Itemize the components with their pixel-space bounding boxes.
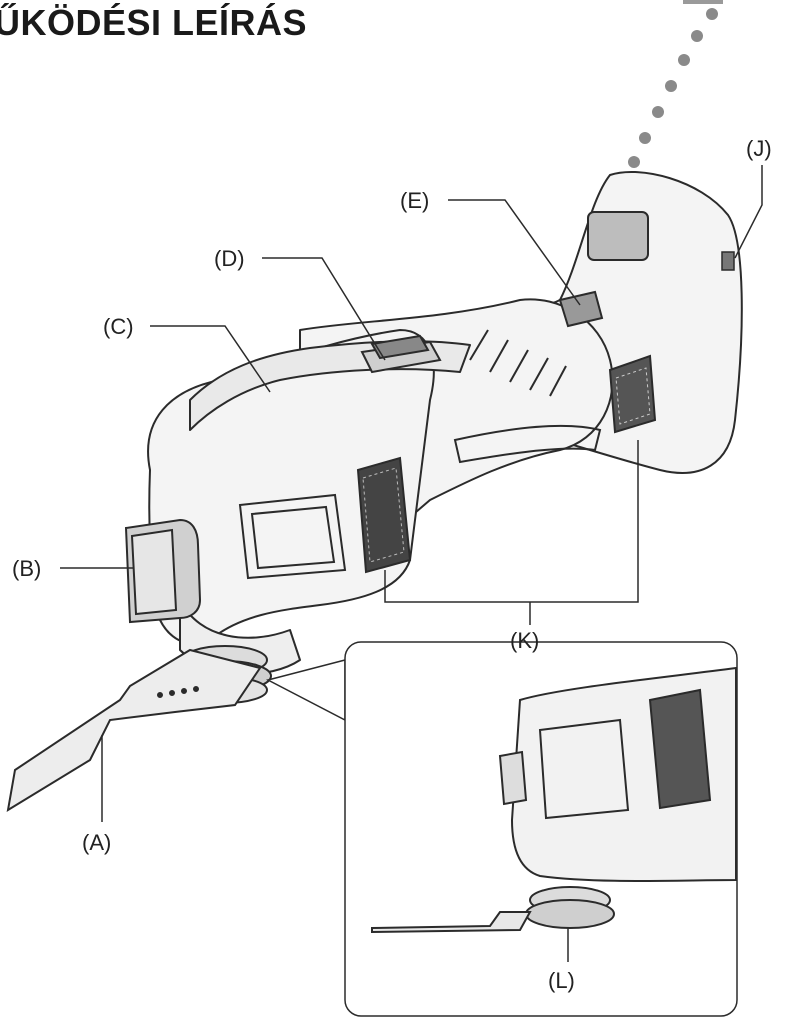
led-light [721, 251, 735, 271]
speed-dial [558, 290, 604, 328]
rear-vent [608, 354, 657, 434]
label-L: (L) [548, 968, 575, 993]
label-D: (D) [214, 246, 245, 271]
section-title: ŰKÖDÉSI LEÍRÁS [0, 2, 308, 43]
leaders [60, 165, 763, 822]
zoom-inset-tool [371, 666, 737, 934]
label-A: (A) [82, 830, 111, 855]
slide-switch [360, 334, 442, 374]
label-C: (C) [103, 314, 134, 339]
label-B: (B) [12, 556, 41, 581]
label-E: (E) [400, 188, 429, 213]
handle-panel [587, 211, 649, 261]
label-J: (J) [746, 136, 772, 161]
label-K: (K) [510, 628, 539, 653]
head-plate [238, 493, 347, 580]
saw-blade [6, 648, 262, 813]
grip-ribs [453, 329, 602, 464]
lever [124, 518, 202, 624]
front-vent [356, 456, 412, 574]
